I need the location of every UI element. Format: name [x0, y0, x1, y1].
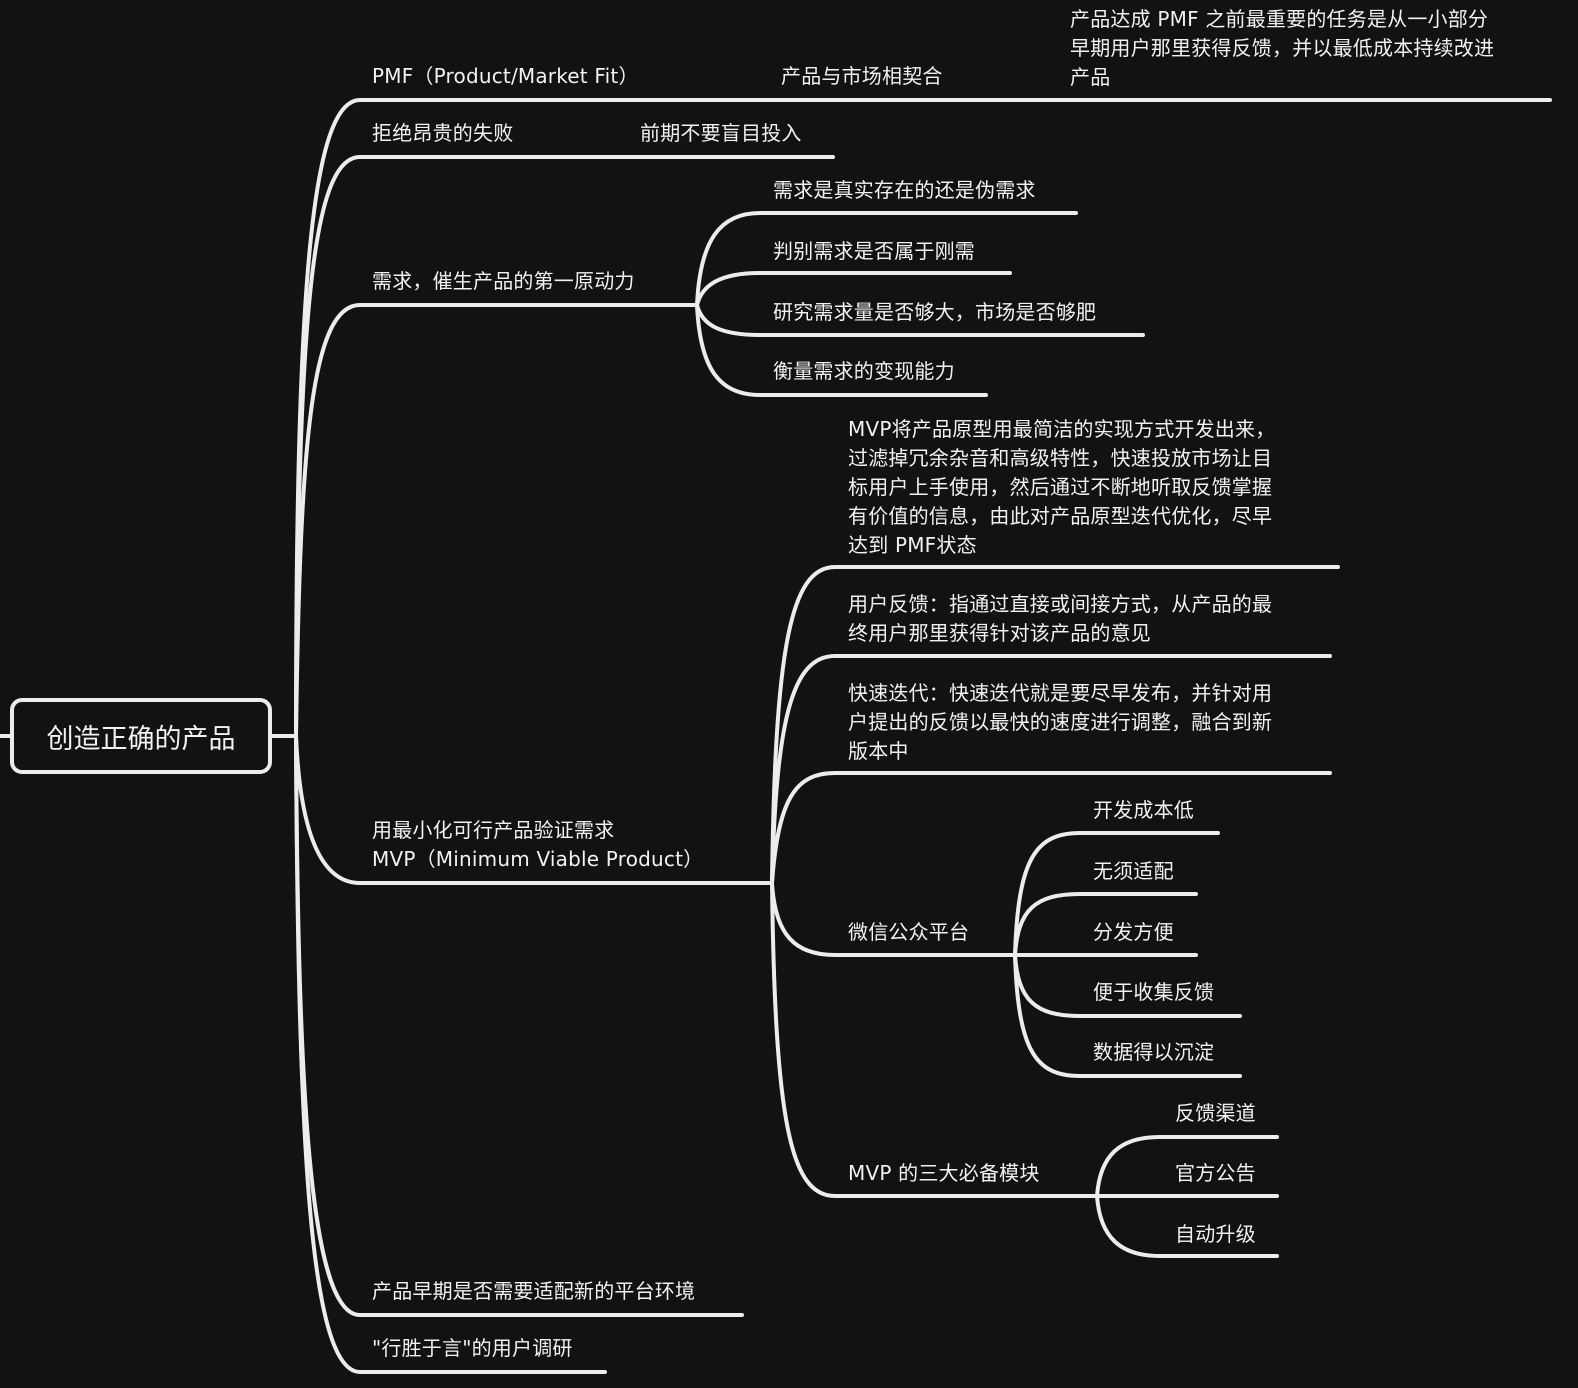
- demand-monetization[interactable]: 衡量需求的变现能力: [773, 359, 955, 383]
- demand-rigid-need[interactable]: 判别需求是否属于刚需: [773, 239, 975, 263]
- wechat-easy-distribution[interactable]: 分发方便: [1093, 920, 1174, 944]
- mvp-fast-iteration[interactable]: 快速迭代：快速迭代就是要尽早发布，并针对用 户提出的反馈以最快的速度进行调整，融…: [848, 681, 1273, 763]
- demand-market-size[interactable]: 研究需求量是否够大，市场是否够肥: [773, 300, 1097, 324]
- wechat-no-adaptation[interactable]: 无须适配: [1093, 859, 1174, 883]
- wechat-data-retention[interactable]: 数据得以沉淀: [1093, 1040, 1215, 1064]
- branch-platform-adaptation[interactable]: 产品早期是否需要适配新的平台环境: [372, 1279, 696, 1303]
- no-blind-investment[interactable]: 前期不要盲目投入: [640, 121, 802, 145]
- pmf-description[interactable]: 产品达成 PMF 之前最重要的任务是从一小部分 早期用户那里获得反馈，并以最低成…: [1070, 7, 1495, 89]
- demand-real-or-fake[interactable]: 需求是真实存在的还是伪需求: [773, 178, 1036, 202]
- mvp-wechat-platform[interactable]: 微信公众平台: [848, 920, 970, 944]
- module-feedback-channel[interactable]: 反馈渠道: [1175, 1101, 1256, 1125]
- wechat-low-cost[interactable]: 开发成本低: [1093, 798, 1194, 822]
- module-auto-upgrade[interactable]: 自动升级: [1175, 1222, 1256, 1246]
- root-label: 创造正确的产品: [46, 723, 236, 755]
- branch-demand[interactable]: 需求，催生产品的第一原动力: [372, 269, 635, 293]
- mvp-three-modules[interactable]: MVP 的三大必备模块: [848, 1161, 1040, 1185]
- module-official-announcement[interactable]: 官方公告: [1175, 1161, 1256, 1185]
- branch-mvp[interactable]: 用最小化可行产品验证需求 MVP（Minimum Viable Product）: [372, 818, 704, 871]
- pmf-market-fit[interactable]: 产品与市场相契合: [781, 64, 943, 88]
- mvp-description[interactable]: MVP将产品原型用最简洁的实现方式开发出来， 过滤掉冗余杂音和高级特性，快速投放…: [848, 417, 1276, 557]
- root-node[interactable]: 创造正确的产品: [10, 698, 272, 774]
- branch-avoid-costly-failure[interactable]: 拒绝昂贵的失败: [372, 121, 514, 145]
- mvp-user-feedback[interactable]: 用户反馈：指通过直接或间接方式，从产品的最 终用户那里获得针对该产品的意见: [848, 592, 1273, 645]
- branch-pmf[interactable]: PMF（Product/Market Fit）: [372, 64, 639, 88]
- branch-user-research[interactable]: "行胜于言"的用户调研: [372, 1336, 573, 1360]
- wechat-feedback-collection[interactable]: 便于收集反馈: [1093, 980, 1215, 1004]
